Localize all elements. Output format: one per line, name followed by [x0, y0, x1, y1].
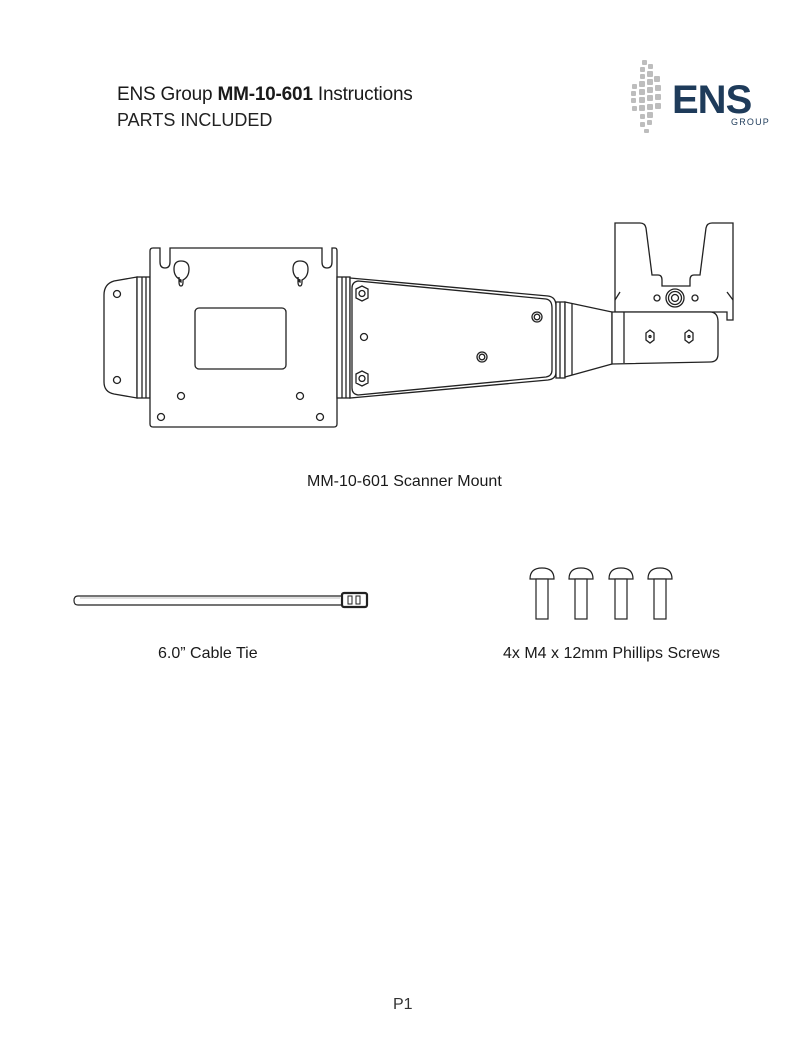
scanner-mount-caption: MM-10-601 Scanner Mount — [307, 473, 502, 490]
screw-drawing — [529, 567, 555, 620]
ens-group-logo: ENS GROUP — [628, 58, 770, 140]
scanner-mount-drawing — [0, 0, 802, 470]
section-heading: PARTS INCLUDED — [117, 110, 273, 130]
logo-tagline: GROUP — [731, 117, 770, 127]
document-title: ENS Group MM-10-601 Instructions — [117, 84, 413, 106]
globe-grid-icon: ENS GROUP — [631, 60, 770, 133]
screw-drawing — [608, 567, 634, 620]
screws-drawing — [525, 566, 690, 624]
screws-caption: 4x M4 x 12mm Phillips Screws — [503, 645, 720, 662]
logo-wordmark: ENS — [672, 78, 752, 122]
screw-drawing — [647, 567, 673, 620]
title-prefix: ENS Group — [117, 84, 218, 105]
page-number: P1 — [393, 996, 413, 1013]
title-model: MM-10-601 — [217, 84, 313, 105]
cable-tie-drawing — [70, 590, 375, 610]
title-suffix: Instructions — [312, 84, 413, 105]
cable-tie-caption: 6.0” Cable Tie — [158, 645, 258, 662]
screw-drawing — [568, 567, 594, 620]
